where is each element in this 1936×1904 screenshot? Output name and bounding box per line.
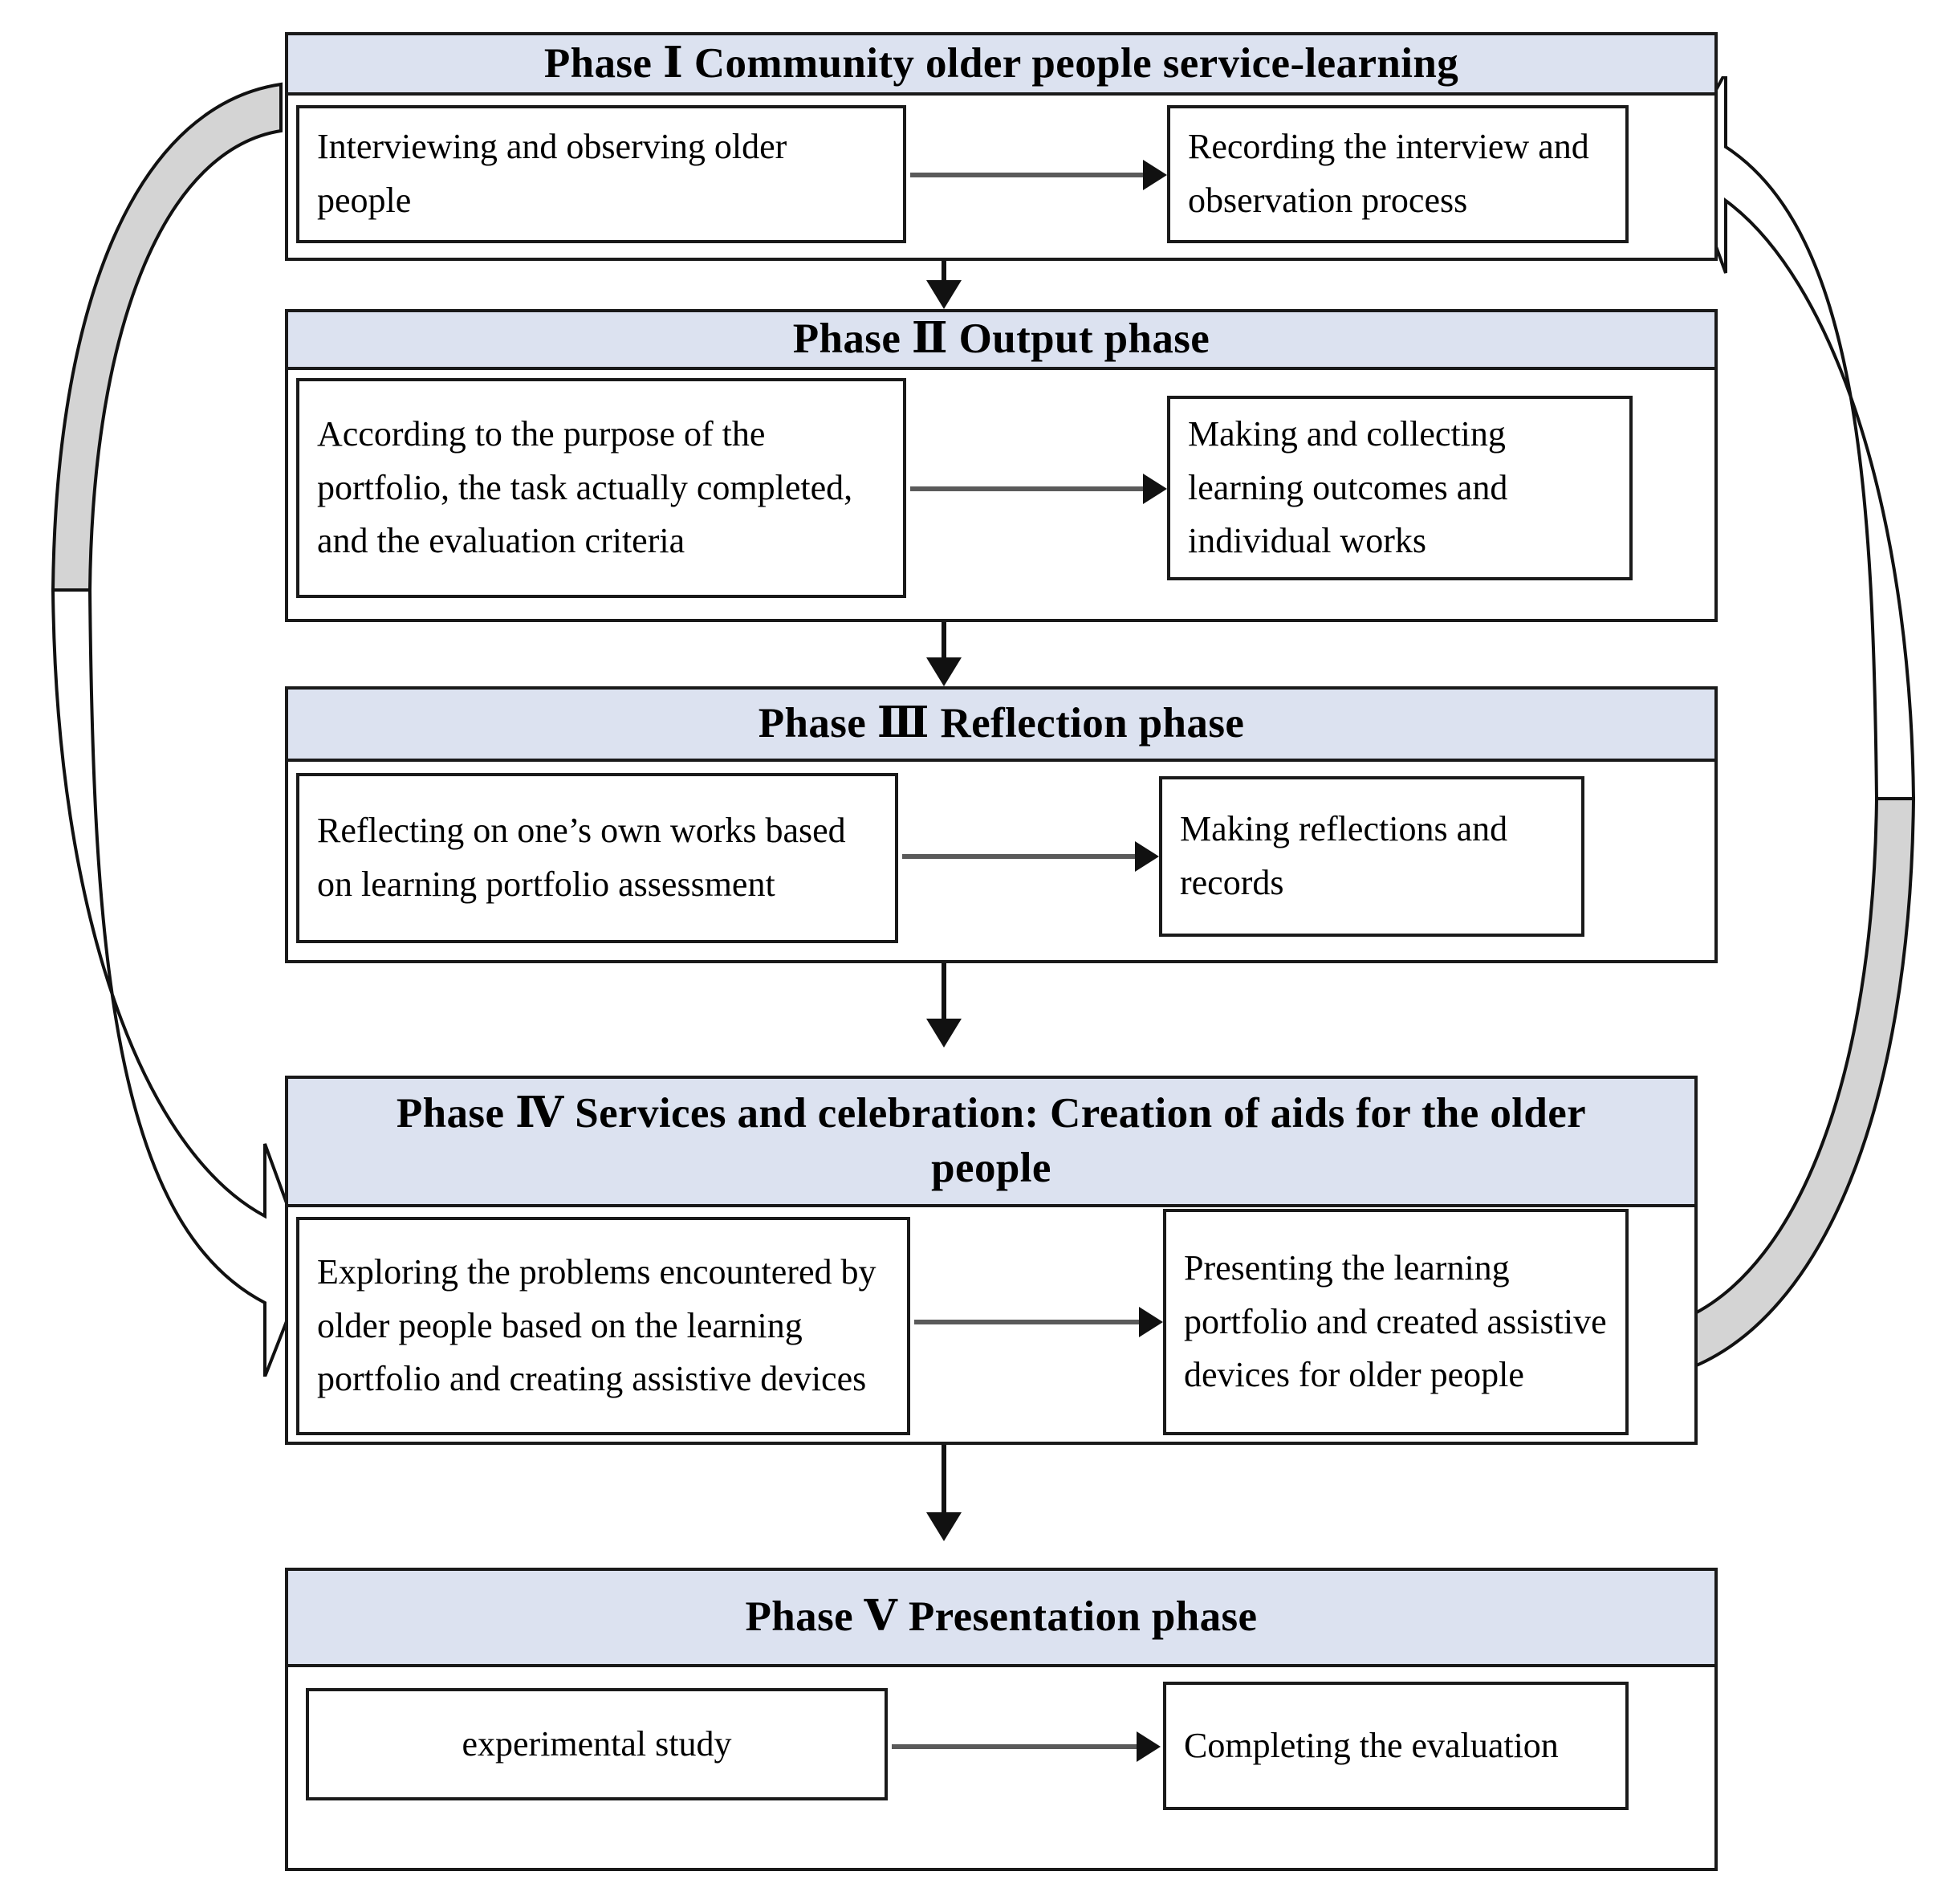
phase-4-header-label: Phase Ⅳ Services and celebration: Creati… xyxy=(396,1090,1587,1191)
arrow-head-icon xyxy=(1139,1307,1163,1337)
left-curved-arrow xyxy=(51,82,311,1377)
connector-phase2-to-phase3 xyxy=(926,622,962,686)
phase-1-body: Interviewing and observing older people … xyxy=(288,96,1714,258)
connector-phase4-to-phase5 xyxy=(926,1445,962,1541)
phase-3-right-task[interactable]: Making reflections and records xyxy=(1159,776,1584,937)
phase-3-connector-arrow xyxy=(902,841,1159,872)
phase-3-right-task-label: Making reflections and records xyxy=(1180,809,1508,902)
phase-2-left-task-label: According to the purpose of the portfoli… xyxy=(317,413,853,561)
arrow-head-icon xyxy=(1135,841,1159,872)
phase-1-block: Phase Ⅰ Community older people service-l… xyxy=(285,32,1718,261)
phase-3-body: Reflecting on one’s own works based on l… xyxy=(288,762,1714,963)
phase-2-right-task-label: Making and collecting learning outcomes … xyxy=(1188,413,1508,561)
arrow-head-icon xyxy=(926,1019,962,1048)
phase-4-body: Exploring the problems encountered by ol… xyxy=(288,1207,1694,1445)
phase-1-header-label: Phase Ⅰ Community older people service-l… xyxy=(543,39,1459,87)
arrow-head-icon xyxy=(1137,1731,1161,1762)
arrow-shaft xyxy=(942,261,946,282)
phase-1-right-task-label: Recording the interview and observation … xyxy=(1188,127,1589,220)
arrow-head-icon xyxy=(1143,160,1167,190)
phase-1-left-task[interactable]: Interviewing and observing older people xyxy=(296,105,906,243)
phase-1-connector-arrow xyxy=(910,160,1167,190)
phase-4-left-task[interactable]: Exploring the problems encountered by ol… xyxy=(296,1217,910,1435)
phase-5-left-task-label: experimental study xyxy=(462,1723,732,1764)
arrow-shaft xyxy=(942,622,946,659)
phase-3-left-task[interactable]: Reflecting on one’s own works based on l… xyxy=(296,773,898,943)
phase-4-right-task[interactable]: Presenting the learning portfolio and cr… xyxy=(1163,1209,1629,1435)
phase-2-right-task[interactable]: Making and collecting learning outcomes … xyxy=(1167,396,1633,580)
connector-phase1-to-phase2 xyxy=(926,261,962,309)
arrow-shaft xyxy=(892,1744,1140,1749)
phase-1-header: Phase Ⅰ Community older people service-l… xyxy=(288,35,1714,96)
phase-5-header: Phase Ⅴ Presentation phase xyxy=(288,1571,1714,1667)
phase-3-left-task-label: Reflecting on one’s own works based on l… xyxy=(317,811,846,904)
phase-1-right-task[interactable]: Recording the interview and observation … xyxy=(1167,105,1629,243)
phase-5-left-task[interactable]: experimental study xyxy=(306,1688,888,1800)
arrow-shaft xyxy=(942,1445,946,1514)
phase-5-header-label: Phase Ⅴ Presentation phase xyxy=(745,1593,1258,1641)
arrow-shaft xyxy=(942,963,946,1020)
arrow-head-icon xyxy=(1143,474,1167,504)
arrow-head-icon xyxy=(926,280,962,309)
arrow-shaft xyxy=(910,173,1146,177)
phase-4-block: Phase Ⅳ Services and celebration: Creati… xyxy=(285,1076,1698,1445)
phase-2-connector-arrow xyxy=(910,474,1167,504)
arrow-head-icon xyxy=(926,657,962,686)
phase-4-right-task-label: Presenting the learning portfolio and cr… xyxy=(1184,1247,1607,1395)
phase-2-header-label: Phase Ⅱ Output phase xyxy=(792,315,1210,363)
phase-5-block: Phase Ⅴ Presentation phase experimental … xyxy=(285,1568,1718,1871)
phase-3-header-label: Phase Ⅲ Reflection phase xyxy=(758,700,1245,747)
phase-3-header: Phase Ⅲ Reflection phase xyxy=(288,690,1714,762)
arrow-shaft xyxy=(902,854,1138,859)
phase-5-connector-arrow xyxy=(892,1731,1161,1762)
phase-2-body: According to the purpose of the portfoli… xyxy=(288,370,1714,619)
arrow-shaft xyxy=(914,1320,1142,1324)
phase-5-right-task[interactable]: Completing the evaluation xyxy=(1163,1682,1629,1810)
phase-5-right-task-label: Completing the evaluation xyxy=(1184,1725,1559,1765)
phase-4-header: Phase Ⅳ Services and celebration: Creati… xyxy=(288,1079,1694,1207)
phase-4-connector-arrow xyxy=(914,1307,1163,1337)
phase-2-header: Phase Ⅱ Output phase xyxy=(288,312,1714,370)
phase-5-body: experimental study Completing the evalua… xyxy=(288,1667,1714,1868)
phase-2-block: Phase Ⅱ Output phase According to the pu… xyxy=(285,309,1718,622)
phase-3-block: Phase Ⅲ Reflection phase Reflecting on o… xyxy=(285,686,1718,963)
connector-phase3-to-phase4 xyxy=(926,963,962,1048)
phase-4-left-task-label: Exploring the problems encountered by ol… xyxy=(317,1251,876,1399)
phase-1-left-task-label: Interviewing and observing older people xyxy=(317,127,787,220)
arrow-shaft xyxy=(910,486,1146,491)
phase-2-left-task[interactable]: According to the purpose of the portfoli… xyxy=(296,378,906,598)
arrow-head-icon xyxy=(926,1512,962,1541)
